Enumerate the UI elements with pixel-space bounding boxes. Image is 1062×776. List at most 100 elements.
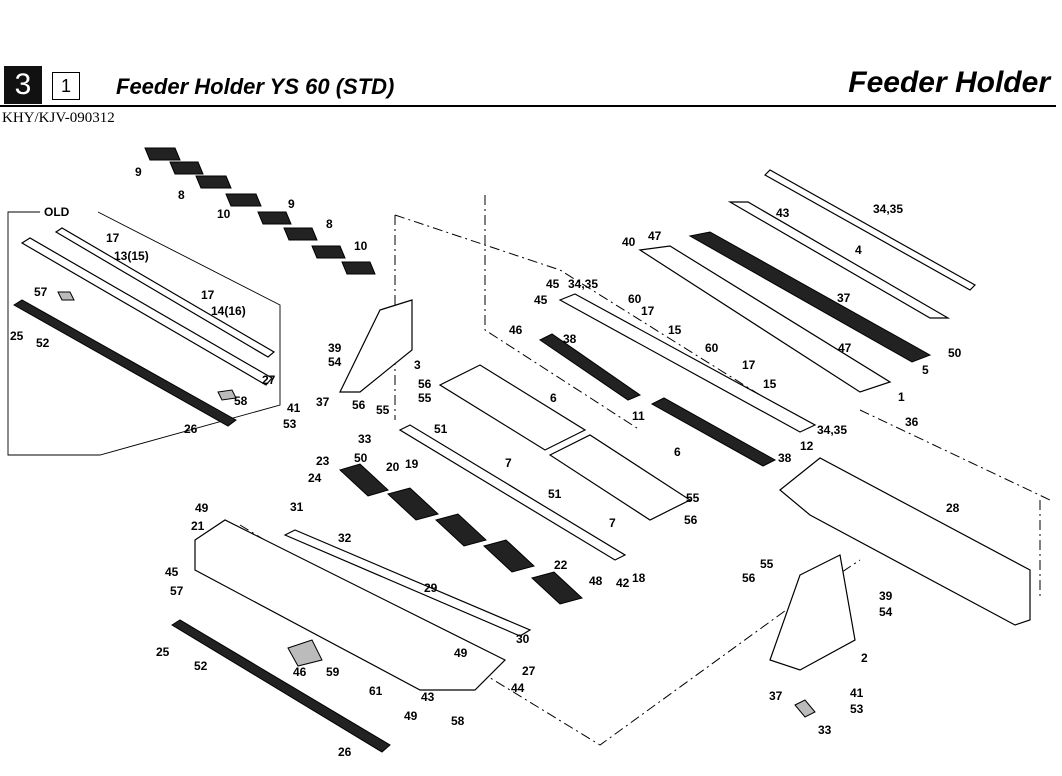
callout-53: 53 bbox=[850, 702, 864, 716]
part-59 bbox=[287, 639, 323, 667]
page-header: 3 1 Feeder Holder YS 60 (STD) Feeder Hol… bbox=[0, 0, 1062, 130]
pad-22c bbox=[435, 513, 487, 547]
callout-17: 17 bbox=[641, 304, 655, 318]
callout-45: 45 bbox=[165, 565, 179, 579]
header-rule bbox=[0, 105, 1056, 107]
pad-9a bbox=[144, 147, 181, 161]
callout-labels: 9 8 10 9 8 10 17 13(15) 17 14(16) 57 25 … bbox=[10, 165, 962, 759]
callout-25: 25 bbox=[10, 329, 24, 343]
pad-8c bbox=[283, 227, 318, 241]
callout-56: 56 bbox=[742, 571, 756, 585]
page-title: Feeder Holder YS 60 (STD) bbox=[116, 74, 395, 99]
callout-17: 17 bbox=[742, 358, 756, 372]
frame-6a bbox=[438, 364, 587, 451]
callout-21: 21 bbox=[191, 519, 205, 533]
callout-8: 8 bbox=[326, 217, 333, 231]
callout-51: 51 bbox=[548, 487, 562, 501]
callout-11: 11 bbox=[632, 409, 645, 423]
callout-46: 46 bbox=[509, 323, 523, 337]
callout-17: 17 bbox=[201, 288, 215, 302]
callout-56: 56 bbox=[418, 377, 432, 391]
callout-55: 55 bbox=[376, 403, 390, 417]
callout-22: 22 bbox=[554, 558, 568, 572]
callout-32: 32 bbox=[338, 531, 352, 545]
callout-58: 58 bbox=[234, 394, 248, 408]
callout-46: 46 bbox=[293, 665, 307, 679]
callout-6: 6 bbox=[550, 391, 557, 405]
callout-2: 2 bbox=[861, 651, 868, 665]
callout-47: 47 bbox=[648, 229, 662, 243]
tray-28 bbox=[779, 457, 1031, 626]
callout-25: 25 bbox=[156, 645, 170, 659]
comb-4 bbox=[688, 231, 932, 363]
callout-37: 37 bbox=[837, 291, 851, 305]
callout-8: 8 bbox=[178, 188, 185, 202]
callout-45: 45 bbox=[534, 293, 548, 307]
callout-54: 54 bbox=[328, 355, 342, 369]
callout-55: 55 bbox=[418, 391, 432, 405]
bar-43 bbox=[727, 201, 951, 319]
callout-50: 50 bbox=[948, 346, 962, 360]
callout-19: 19 bbox=[405, 457, 419, 471]
callout-36: 36 bbox=[905, 415, 919, 429]
callout-52: 52 bbox=[194, 659, 208, 673]
callout-37: 37 bbox=[316, 395, 330, 409]
callout-34-35: 34,35 bbox=[873, 202, 903, 216]
plate-25 bbox=[171, 619, 391, 753]
base-21 bbox=[194, 519, 507, 691]
callout-34-35: 34,35 bbox=[817, 423, 847, 437]
callout-49: 49 bbox=[195, 501, 209, 515]
callout-61: 61 bbox=[369, 684, 383, 698]
center-parts bbox=[171, 293, 817, 753]
callout-10: 10 bbox=[217, 207, 231, 221]
callout-41: 41 bbox=[850, 686, 864, 700]
stand-2 bbox=[769, 554, 856, 671]
section-title: Feeder Holder bbox=[848, 66, 1050, 99]
pad-8a bbox=[169, 161, 204, 175]
pad-9b bbox=[257, 211, 292, 225]
callout-7: 7 bbox=[505, 456, 512, 470]
callout-52: 52 bbox=[36, 336, 50, 350]
callout-18: 18 bbox=[632, 571, 646, 585]
rail-14 bbox=[54, 227, 276, 358]
callout-4: 4 bbox=[855, 243, 862, 257]
callout-15: 15 bbox=[763, 377, 777, 391]
bracket-3 bbox=[339, 299, 413, 393]
callout-49: 49 bbox=[454, 646, 468, 660]
callout-47: 47 bbox=[838, 341, 852, 355]
callout-39: 39 bbox=[879, 589, 893, 603]
callout-27: 27 bbox=[522, 664, 536, 678]
callout-43: 43 bbox=[421, 690, 435, 704]
section-number: 3 bbox=[4, 66, 42, 104]
callout-56: 56 bbox=[352, 398, 366, 412]
callout-28: 28 bbox=[946, 501, 960, 515]
callout-17: 17 bbox=[106, 231, 120, 245]
callout-44: 44 bbox=[511, 681, 525, 695]
part-33 bbox=[794, 699, 816, 718]
callout-60: 60 bbox=[705, 341, 719, 355]
pad-22e bbox=[531, 571, 583, 605]
dash-5 bbox=[859, 409, 1051, 501]
callout-15: 15 bbox=[668, 323, 682, 337]
rod-38 bbox=[650, 397, 777, 467]
pad-8d bbox=[311, 245, 346, 259]
callout-39: 39 bbox=[328, 341, 342, 355]
rod-11 bbox=[539, 333, 642, 401]
callout-7: 7 bbox=[609, 516, 616, 530]
callout-56: 56 bbox=[684, 513, 698, 527]
pad-22d bbox=[483, 539, 535, 573]
pad-10a bbox=[225, 193, 262, 207]
rail-13 bbox=[20, 237, 273, 386]
document-code: KHY/KJV-090312 bbox=[2, 110, 115, 126]
callout-33: 33 bbox=[818, 723, 832, 737]
callout-29: 29 bbox=[424, 581, 438, 595]
callout-20: 20 bbox=[386, 460, 400, 474]
part-57-old bbox=[57, 291, 75, 301]
callout-45: 45 bbox=[546, 277, 560, 291]
callout-40: 40 bbox=[622, 235, 636, 249]
callout-55: 55 bbox=[760, 557, 774, 571]
callout-42: 42 bbox=[616, 576, 630, 590]
callout-9: 9 bbox=[135, 165, 142, 179]
callout-31: 31 bbox=[290, 500, 304, 514]
